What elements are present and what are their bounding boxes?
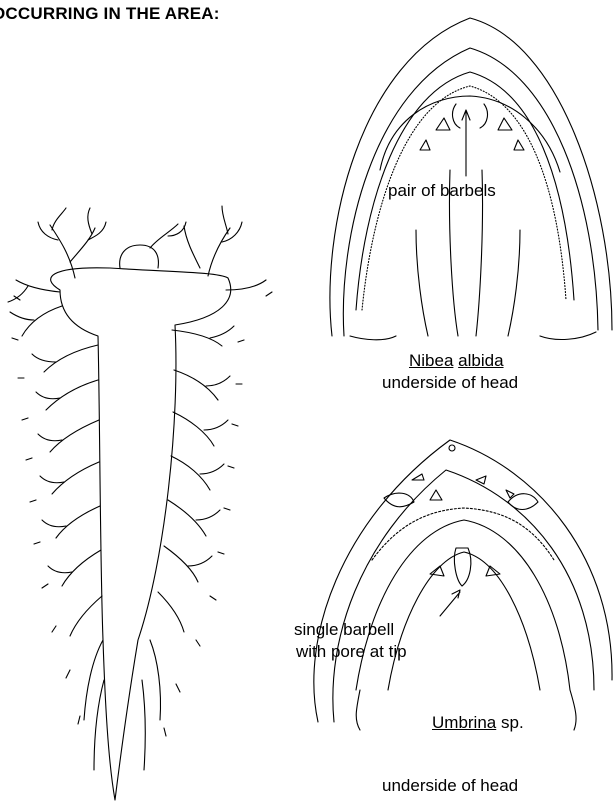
umbrina-species-name: Umbrina sp. <box>432 712 524 733</box>
swim-bladder-outline <box>51 268 231 800</box>
appendages-left-side <box>8 280 104 770</box>
nibea-caption: underside of head <box>382 372 518 393</box>
appendage-top-center <box>120 222 186 268</box>
swim-bladder-illustration <box>8 206 272 800</box>
umbrina-head-illustration <box>314 440 612 730</box>
nibea-barbel-right <box>480 104 487 128</box>
umbrina-pointer-arrow <box>440 590 460 616</box>
umbrina-barbel-label-line1: single barbell <box>294 619 394 640</box>
nibea-head-outer <box>330 18 612 336</box>
umbrina-jaw <box>356 520 570 690</box>
nibea-head-illustration <box>330 18 612 340</box>
umbrina-suffix: sp. <box>501 713 524 732</box>
nibea-species-name: Nibea albida <box>409 350 504 371</box>
umbrina-barbel-label-line2: with pore at tip <box>296 641 407 662</box>
nibea-species: albida <box>458 351 503 370</box>
fringe-right <box>164 292 272 736</box>
nibea-pointer-arrow <box>462 110 470 176</box>
appendages-right-side <box>142 280 266 770</box>
umbrina-genus: Umbrina <box>432 713 496 732</box>
fringe-left <box>12 296 80 724</box>
nibea-genus: Nibea <box>409 351 453 370</box>
nibea-barbel-left <box>453 104 460 128</box>
nibea-barbel-label: pair of barbels <box>388 180 496 201</box>
umbrina-head-outer <box>314 440 612 722</box>
appendage-top-right <box>184 206 242 276</box>
umbrina-caption: underside of head <box>382 775 518 796</box>
umbrina-pore <box>449 445 455 451</box>
